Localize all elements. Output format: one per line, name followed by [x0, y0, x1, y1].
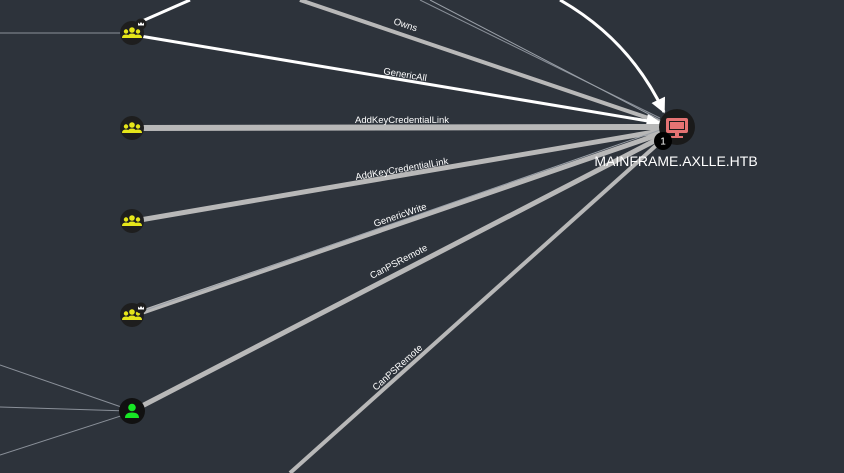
group-node-3[interactable] — [120, 209, 144, 233]
computer-icon — [666, 118, 688, 138]
group-node-1[interactable] — [120, 18, 147, 46]
edge-genericall[interactable] — [139, 34, 662, 129]
target-node[interactable]: 1 — [654, 109, 695, 150]
count-badge-text: 1 — [660, 137, 666, 148]
edge-addkey-1[interactable] — [139, 124, 661, 131]
crown-icon — [135, 18, 147, 30]
edge-label-addkey-1: AddKeyCredentialLink — [355, 115, 449, 126]
edge-bg-5[interactable] — [419, 0, 661, 119]
user-icon — [125, 403, 139, 418]
group-icon — [122, 215, 142, 226]
edge-addkey-2[interactable] — [139, 128, 661, 223]
group-icon — [122, 27, 142, 38]
group-icon — [122, 309, 142, 320]
group-node-4[interactable] — [120, 302, 147, 328]
edge-thin-1[interactable] — [429, 0, 661, 121]
edge-highlight-top[interactable] — [559, 0, 666, 114]
background-edges — [0, 0, 661, 456]
group-node-2[interactable] — [120, 116, 144, 140]
edge-canpsremote-1[interactable] — [138, 135, 662, 410]
crown-icon — [135, 302, 147, 314]
source-nodes — [119, 18, 147, 424]
edge-canpsremote-2[interactable] — [288, 140, 662, 473]
edge-bg-4[interactable] — [0, 412, 131, 456]
edge-owns[interactable] — [299, 0, 661, 124]
user-node[interactable] — [119, 398, 145, 424]
edge-highlight-group[interactable] — [139, 0, 191, 24]
edge-label-canpsremote-2: CanPSRemote — [371, 343, 425, 394]
group-icon — [122, 122, 142, 133]
count-badge: 1 — [654, 132, 672, 150]
edge-bg-3[interactable] — [0, 406, 131, 412]
main-edges — [138, 0, 666, 473]
target-node-label: MAINFRAME.AXLLE.HTB — [594, 153, 757, 169]
edge-genericwrite[interactable] — [139, 131, 661, 316]
edge-thin-2[interactable] — [139, 129, 661, 313]
edge-bg-2[interactable] — [0, 364, 131, 411]
